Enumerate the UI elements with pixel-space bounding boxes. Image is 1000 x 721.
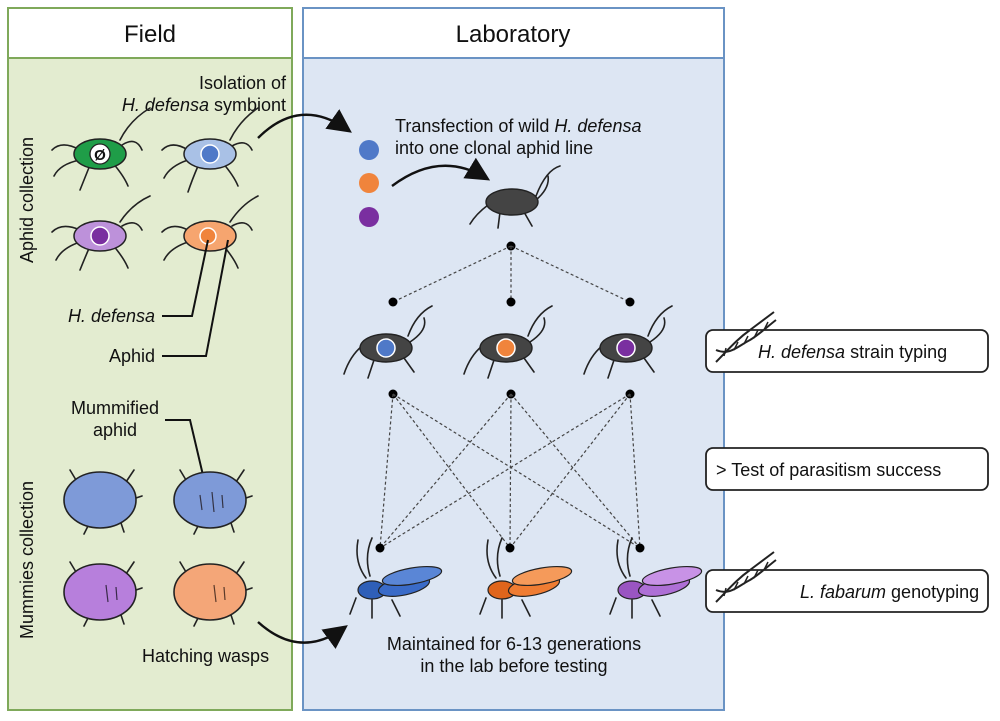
dna-icon (715, 551, 777, 603)
parasitism-test-label: > Test of parasitism success (716, 460, 941, 480)
mummy-purple (63, 561, 143, 627)
mummified-aphid-line2: aphid (93, 420, 137, 440)
laboratory-header-box (302, 7, 725, 59)
transfected-aphid-purple (583, 305, 673, 379)
dna-icon (715, 311, 777, 363)
transfection-label-line2: into one clonal aphid line (395, 138, 593, 158)
field-aphid-green-no-symbiont: Ø (51, 107, 151, 191)
isolation-label-line2: H. defensa symbiont (122, 95, 286, 115)
clonal-aphid-line (469, 165, 561, 229)
lineage-tree (388, 241, 635, 307)
mummy-blue-2 (173, 469, 253, 535)
transfected-aphid-orange (463, 305, 553, 379)
symbiont-dot-purple (359, 207, 379, 227)
symbiont-dot-orange (359, 173, 379, 193)
mummified-aphid-line1: Mummified (71, 398, 159, 418)
genotyping-label: L. fabarum genotyping (800, 582, 979, 602)
parasitism-cross-network (375, 389, 645, 553)
transfection-label-line1: Transfection of wild H. defensa (395, 116, 641, 136)
hatching-wasps-label: Hatching wasps (142, 646, 269, 666)
strain-typing-label: H. defensa strain typing (758, 342, 947, 362)
transfected-aphid-blue (343, 305, 433, 379)
transfection-arrow (391, 157, 491, 187)
no-symbiont-symbol: Ø (94, 147, 106, 164)
wasp-purple (609, 537, 703, 619)
field-header: Field (124, 21, 176, 48)
strain-typing-box: H. defensa strain typing (705, 311, 989, 373)
pointer-mummified (165, 419, 207, 489)
laboratory-header: Laboratory (456, 21, 571, 48)
field-aphid-blue (161, 107, 259, 193)
field-header-box (7, 7, 293, 59)
mummy-blue-1 (63, 469, 143, 535)
tree-node-right (625, 297, 635, 307)
symbiont-dot-blue (359, 140, 379, 160)
laboratory-panel: Laboratory Transfection of wild H. defen… (302, 7, 725, 711)
isolation-label-line1: Isolation of (199, 73, 287, 93)
h-defensa-label: H. defensa (68, 306, 155, 326)
maintained-label-line1: Maintained for 6-13 generations (387, 634, 641, 654)
aphid-collection-label: Aphid collection (17, 137, 37, 263)
hatching-arrow (257, 621, 348, 649)
pointer-aphid (162, 239, 229, 357)
tree-node-middle (506, 297, 516, 307)
maintained-label-line2: in the lab before testing (420, 656, 607, 676)
isolation-arrow (257, 109, 352, 139)
mummies-collection-label: Mummies collection (17, 481, 37, 639)
pointer-h-defensa (162, 239, 209, 317)
parasitism-test-box: > Test of parasitism success (705, 447, 989, 491)
field-panel: Field Aphid collection Mummies collectio… (7, 7, 293, 711)
wasp-blue (349, 537, 443, 619)
aphid-label: Aphid (109, 346, 155, 366)
field-aphid-orange (161, 195, 259, 269)
field-aphid-purple (51, 195, 151, 271)
mummy-orange (173, 561, 253, 627)
genotyping-box: L. fabarum genotyping (705, 551, 989, 613)
tree-node-left (388, 297, 398, 307)
wasp-orange (479, 537, 573, 619)
